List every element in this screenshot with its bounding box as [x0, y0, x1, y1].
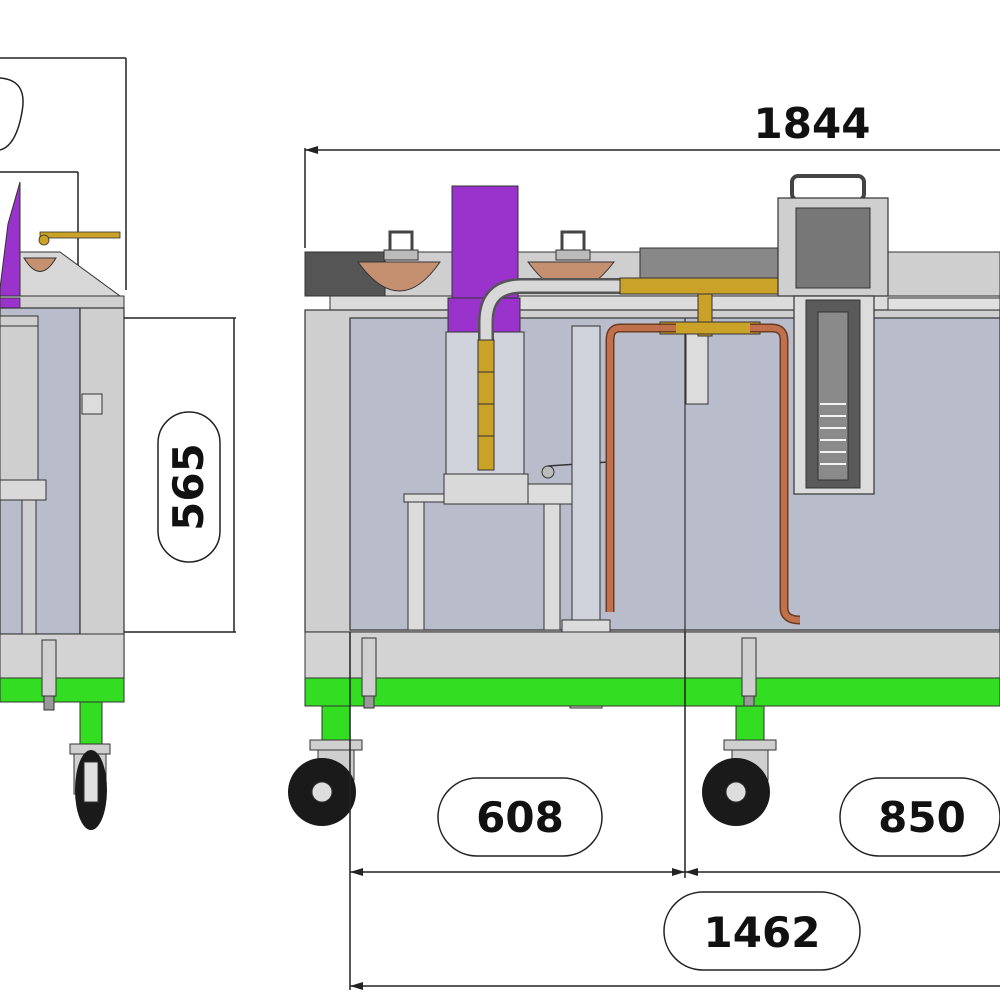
caster-wheel-icon [73, 750, 107, 830]
caster-wheel-icon [702, 749, 770, 826]
handle-icon [790, 174, 866, 202]
dim-wheelbase: 1462 [704, 908, 821, 957]
heater-coil [820, 403, 846, 465]
dim-tank-height: 565 [164, 443, 213, 531]
dim-right-section: 850 [878, 793, 966, 842]
caster-wheel-icon [288, 749, 356, 826]
front-view: 1844 [288, 99, 1000, 990]
dim-overall-length: 1844 [754, 99, 871, 148]
valve-icon [527, 461, 609, 505]
handle-icon [357, 230, 441, 292]
side-view: 565 [0, 57, 236, 830]
dim-left-section: 608 [476, 793, 564, 842]
